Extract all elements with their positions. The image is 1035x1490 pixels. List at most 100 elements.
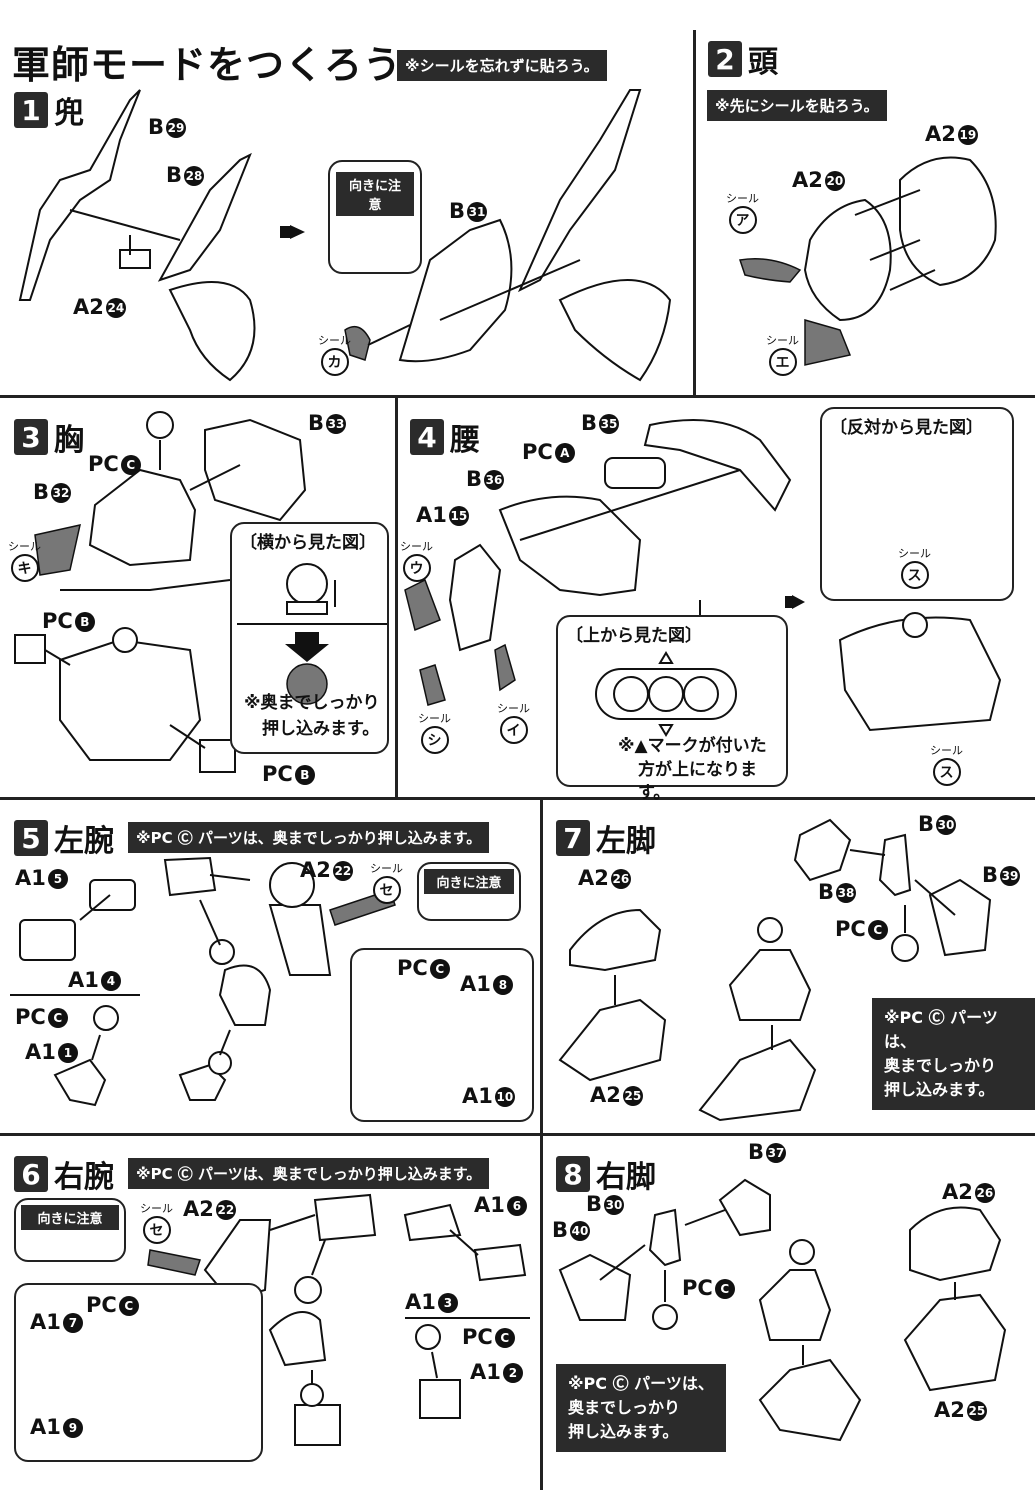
step-7-heading: 7 左脚: [556, 816, 656, 860]
seal-u: シールウ: [400, 538, 433, 582]
step-8-heading: 8 右脚: [556, 1152, 656, 1196]
note-line: ※PC Ⓒ パーツは、: [568, 1374, 714, 1393]
step-number: 2: [708, 41, 742, 77]
header-note: ※シールを忘れずに貼ろう。: [397, 50, 607, 81]
orientation-callout: 向きに注意: [14, 1198, 126, 1262]
callout-label: 向きに注意: [336, 172, 414, 216]
note-line: 押し込みます。: [884, 1080, 995, 1099]
divider: [540, 798, 543, 1490]
callout-title: 〔上から見た図〕: [566, 626, 702, 646]
step-number: 4: [410, 419, 444, 455]
step-2-note: ※先にシールを貼ろう。: [707, 90, 887, 121]
seal-i: シールイ: [497, 700, 530, 744]
note-line: ※PC Ⓒ パーツは、: [884, 1008, 998, 1051]
forearm-detail: [14, 1283, 263, 1462]
note-line: 押し込みます。: [568, 1422, 679, 1441]
callout-title: 〔横から見た図〕: [240, 533, 376, 553]
step-1-heading: 1 兜: [14, 88, 84, 132]
seal-se: シールセ: [140, 1200, 173, 1244]
seal-su: シールス: [898, 545, 931, 589]
step-6-note: ※PC Ⓒ パーツは、奥までしっかり押し込みます。: [128, 1158, 490, 1189]
step-4-heading: 4 腰: [410, 415, 480, 459]
step-title: 胸: [54, 423, 84, 458]
step-title: 左脚: [596, 824, 656, 859]
step-title: 兜: [54, 96, 84, 131]
step-5-note: ※PC Ⓒ パーツは、奥までしっかり押し込みます。: [128, 822, 490, 853]
top-view-callout: 〔上から見た図〕 ※▲マークが付いた 方が上になります。: [556, 615, 788, 803]
step-number: 6: [14, 1156, 48, 1192]
step-8-note: ※PC Ⓒ パーツは、 奥までしっかり 押し込みます。: [556, 1364, 726, 1452]
step-6-heading: 6 右腕: [14, 1152, 114, 1196]
step-title: 腰: [450, 423, 480, 458]
callout-title: 〔反対から見た図〕: [830, 418, 983, 438]
divider: [0, 395, 1035, 398]
step-title: 頭: [748, 45, 778, 80]
step-title: 右脚: [596, 1160, 656, 1195]
side-view-drawing: [237, 563, 387, 705]
seal-su: シールス: [930, 742, 963, 786]
divider: [395, 396, 398, 798]
callout-text: 方が上になります。: [638, 760, 757, 803]
seal-shi: シールシ: [418, 710, 451, 754]
orientation-callout: 向きに注意: [328, 160, 422, 274]
callout-text: ※奥までしっかり: [244, 693, 380, 713]
callout-text: ※▲マークが付いた: [618, 736, 767, 756]
step-number: 1: [14, 92, 48, 128]
divider: [0, 1133, 1035, 1136]
seal-se: シールセ: [370, 860, 403, 904]
step-number: 5: [14, 820, 48, 856]
step-title: 右腕: [54, 1160, 114, 1195]
step-number: 3: [14, 419, 48, 455]
page-title: 軍師モードをつくろう!: [12, 43, 421, 87]
seal-ki: シールキ: [8, 538, 41, 582]
step-number: 8: [556, 1156, 590, 1192]
seal-e: シールエ: [766, 332, 799, 376]
side-view-callout: 〔横から見た図〕 ※奥までしっかり 押し込みます。: [230, 522, 389, 754]
note-line: 奥までしっかり: [568, 1398, 681, 1417]
step-number: 7: [556, 820, 590, 856]
top-view-drawing: [595, 651, 737, 737]
